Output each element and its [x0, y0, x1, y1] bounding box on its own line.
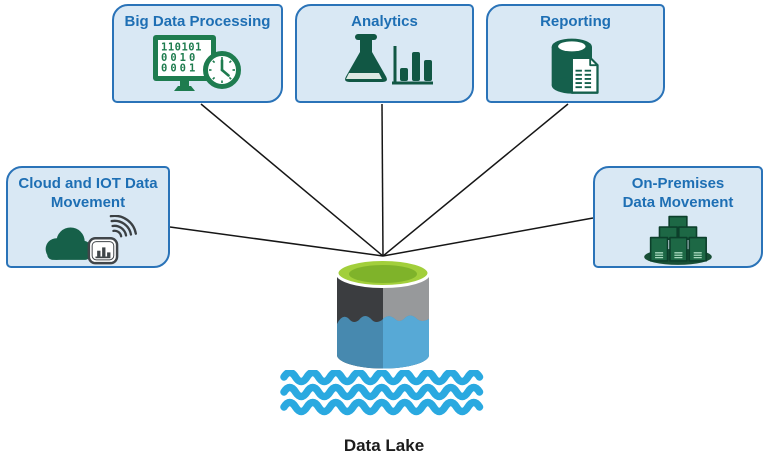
svg-text:0001: 0001 — [161, 62, 198, 74]
node-label: Analytics — [351, 13, 418, 30]
binary-text: 110101 0010 0001 — [161, 41, 202, 74]
server-stack-icon — [644, 215, 712, 265]
barchart-shape — [391, 45, 433, 85]
node-analytics: Analytics — [295, 4, 474, 103]
node-on-premises-data-movement: On-Premises Data Movement — [593, 166, 763, 268]
cylinder-rim — [336, 258, 430, 288]
flask-shape — [344, 33, 387, 82]
cloud-shape — [45, 226, 93, 260]
data-lake-title: Data Lake — [343, 436, 425, 455]
database-report-icon — [551, 38, 599, 94]
water-waves-icon — [280, 370, 484, 416]
server-vents — [655, 251, 702, 258]
node-label: Cloud and IOT Data Movement — [18, 175, 158, 211]
cloud-wifi-device-icon — [45, 214, 138, 264]
wave-line — [280, 398, 484, 416]
clock-shape — [202, 50, 241, 89]
wifi-signal-icon — [109, 214, 138, 237]
connector-big-data — [200, 103, 384, 257]
report-document — [570, 56, 599, 94]
connector-cloud-iot — [169, 226, 384, 257]
flask-barchart-icon — [344, 33, 433, 85]
node-label: Big Data Processing — [124, 13, 271, 30]
node-reporting: Reporting — [486, 4, 665, 103]
server-boxes — [649, 215, 707, 262]
connector-on-premises — [382, 217, 594, 257]
wave-line — [280, 383, 484, 401]
wave-line — [280, 370, 484, 386]
node-label: Reporting — [540, 13, 611, 30]
svg-text:110101: 110101 — [161, 41, 202, 53]
node-cloud-iot-data-movement: Cloud and IOT Data Movement — [6, 166, 170, 268]
binary-monitor-clock-icon: 110101 0010 0001 — [152, 34, 241, 91]
connector-analytics — [381, 103, 384, 257]
data-lake-cylinder-icon — [336, 258, 430, 369]
svg-text:0010: 0010 — [161, 52, 198, 64]
iot-device — [87, 236, 119, 264]
connector-reporting — [382, 103, 569, 257]
node-big-data-processing: Big Data Processing 110101 0010 0001 — [112, 4, 283, 103]
monitor-shape — [152, 34, 216, 91]
node-label: On-Premises Data Movement — [622, 175, 734, 211]
